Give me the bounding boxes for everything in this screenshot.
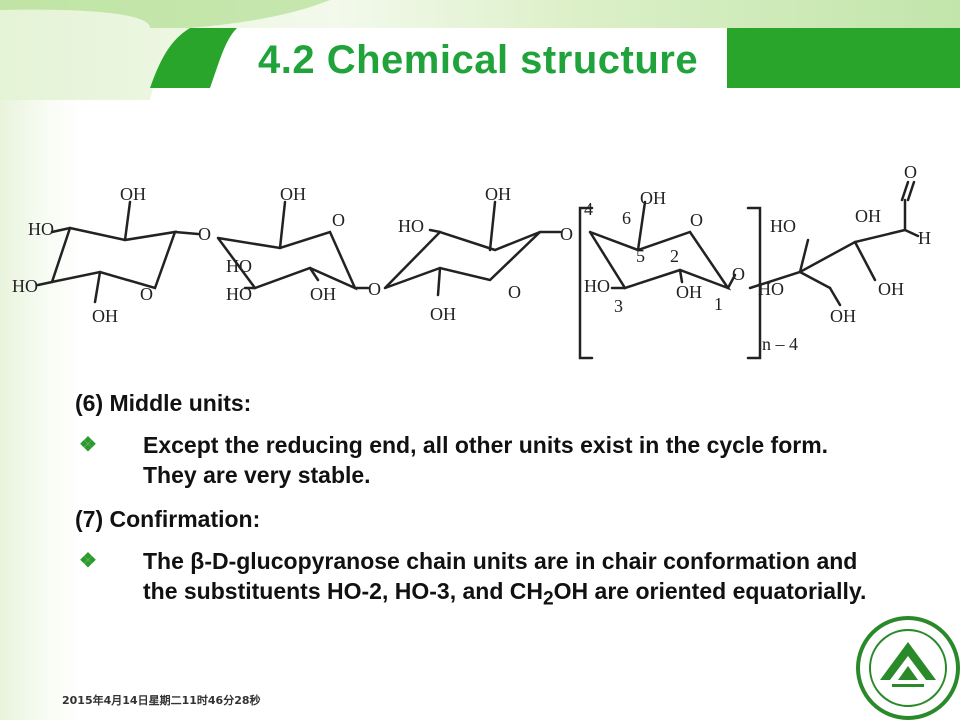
- label-oh: OH: [485, 184, 511, 204]
- ring-unit-3: [383, 230, 541, 290]
- label-pos6: 6: [622, 208, 631, 228]
- label-oh: OH: [640, 188, 666, 208]
- label-o: O: [732, 264, 745, 284]
- bullet-item: ❖ Except the reducing end, all other uni…: [75, 430, 875, 490]
- label-ho: HO: [584, 276, 610, 296]
- label-ho: HO: [226, 256, 252, 276]
- label-o: O: [332, 210, 345, 230]
- diamond-bullet-icon: ❖: [79, 550, 97, 572]
- label-oh: OH: [310, 284, 336, 304]
- label-ho: HO: [770, 216, 796, 236]
- ring-unit-repeating: [588, 230, 732, 291]
- label-oh: OH: [92, 306, 118, 326]
- university-logo: [856, 616, 960, 720]
- cellulose-structure-diagram: OH HO HO O OH O OH O HO HO OH O OH HO O …: [12, 162, 931, 360]
- heading-middle-units: (6) Middle units:: [75, 390, 252, 416]
- label-pos3: 3: [614, 296, 623, 316]
- label-oh: OH: [878, 279, 904, 299]
- label-pos4: 4: [584, 199, 593, 219]
- label-oh: OH: [830, 306, 856, 326]
- heading-confirmation: (7) Confirmation:: [75, 506, 261, 532]
- label-ho: HO: [12, 276, 38, 296]
- ring-unit-1: [50, 226, 177, 290]
- label-pos2: 2: [670, 246, 679, 266]
- header-banner: [0, 0, 960, 100]
- label-ho: HO: [758, 279, 784, 299]
- label-oh: OH: [280, 184, 306, 204]
- label-ho: HO: [398, 216, 424, 236]
- label-o: O: [198, 224, 211, 244]
- label-pos5: 5: [636, 246, 645, 266]
- label-oh: OH: [120, 184, 146, 204]
- bullet-text: Except the reducing end, all other units…: [143, 432, 829, 488]
- label-oh: OH: [430, 304, 456, 324]
- label-ho: HO: [226, 284, 252, 304]
- subscript: 2: [542, 588, 554, 610]
- bullet-item: ❖ The β-D-glucopyranose chain units are …: [75, 546, 875, 615]
- label-o: O: [904, 162, 917, 182]
- label-o: O: [560, 224, 573, 244]
- label-h: H: [918, 228, 931, 248]
- slide-datetime: 2015年4月14日星期二11时46分28秒: [62, 694, 261, 707]
- slide-title: 4.2 Chemical structure: [258, 38, 699, 82]
- slide-content: (6) Middle units: ❖ Except the reducing …: [75, 388, 875, 629]
- diamond-bullet-icon: ❖: [79, 434, 97, 456]
- label-o: O: [508, 282, 521, 302]
- label-o: O: [690, 210, 703, 230]
- bullet-text: The β-D-glucopyranose chain units are in…: [143, 546, 875, 615]
- label-pos1: 1: [714, 294, 723, 314]
- open-chain-reducing-end: [748, 198, 907, 290]
- label-repeat-count: n – 4: [762, 334, 798, 354]
- bullet-text-part: OH are oriented equatorially.: [553, 578, 867, 604]
- label-oh: OH: [676, 282, 702, 302]
- label-ho: HO: [28, 219, 54, 239]
- label-o: O: [140, 284, 153, 304]
- bullet-text-part: The β-D-glucopyranose chain units are in…: [143, 548, 858, 604]
- label-oh: OH: [855, 206, 881, 226]
- label-o: O: [368, 279, 381, 299]
